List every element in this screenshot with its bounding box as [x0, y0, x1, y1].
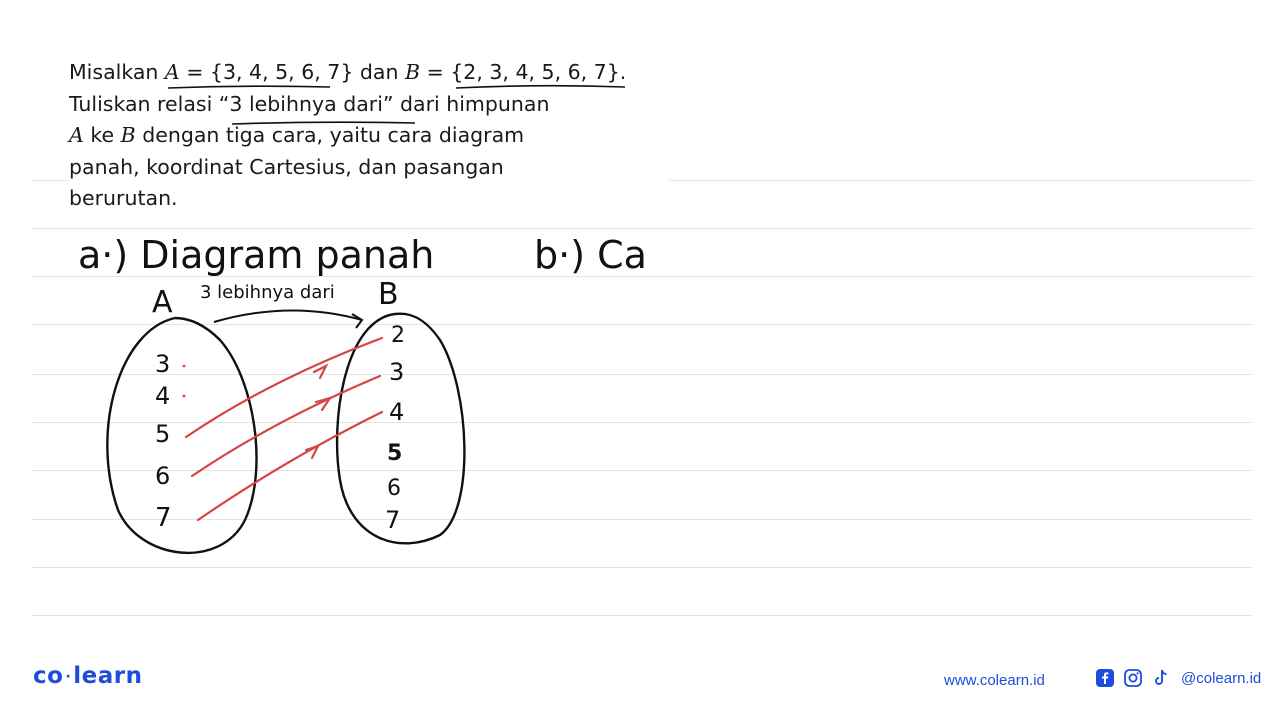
arrow-7-to-4 — [196, 410, 384, 522]
question-line: Tuliskan relasi “3 lebihnya dari” dari h… — [69, 89, 669, 121]
question-fragment: Misalkan — [69, 60, 165, 84]
ruled-line — [32, 567, 1252, 568]
colearn-logo[interactable]: co·learn — [33, 663, 143, 689]
facebook-icon[interactable] — [1095, 668, 1115, 688]
arrow-5-to-2 — [184, 336, 384, 439]
ruled-line — [32, 615, 1252, 616]
arrow-6-to-3 — [190, 374, 382, 478]
ruled-line — [32, 422, 1252, 423]
set-a-label: A — [152, 285, 173, 320]
logo-text-left: co — [33, 663, 64, 689]
part-b-heading: b·) Ca — [534, 233, 647, 277]
question-line: A ke B dengan tiga cara, yaitu cara diag… — [69, 120, 669, 152]
set-b-member: 4 — [389, 398, 404, 426]
set-b-members: 2 3 4 5 6 7 — [385, 323, 405, 534]
set-a-member: 3 — [155, 350, 170, 378]
question-fragment: dengan tiga cara, yaitu cara diagram — [135, 123, 525, 147]
question-fragment: ke — [83, 123, 121, 147]
social-links: @colearn.id — [1095, 668, 1261, 688]
arrow-head — [304, 444, 321, 460]
set-b-ellipse — [335, 312, 466, 545]
set-b-member: 2 — [391, 323, 405, 348]
question-fragment: = {3, 4, 5, 6, 7} dan — [179, 60, 405, 84]
set-b-symbol: B — [404, 60, 421, 84]
set-a-member: 5 — [155, 420, 170, 448]
set-a-member: 4 — [155, 382, 170, 410]
question-line: Misalkan A = {3, 4, 5, 6, 7} dan B = {2,… — [69, 57, 669, 89]
set-b-member: 3 — [389, 358, 404, 386]
question-fragment: Tuliskan relasi “3 lebihnya dari” dari h… — [69, 91, 550, 116]
question-fragment: berurutan. — [69, 186, 178, 210]
ruled-line — [32, 519, 1252, 520]
ruled-line — [32, 470, 1252, 471]
question-underline — [167, 85, 331, 89]
tiktok-icon[interactable] — [1151, 668, 1171, 688]
set-b-member: 7 — [385, 506, 400, 534]
instagram-icon[interactable] — [1123, 668, 1143, 688]
question-fragment: panah, koordinat Cartesius, dan pasangan — [69, 154, 504, 179]
logo-text-right: learn — [73, 663, 143, 689]
set-a-member: 7 — [155, 503, 172, 533]
question-text: Misalkan A = {3, 4, 5, 6, 7} dan B = {2,… — [69, 57, 669, 215]
set-a-ellipse — [106, 316, 258, 554]
set-b-label: B — [378, 277, 399, 312]
question-underline — [231, 121, 416, 125]
relation-arrows — [184, 336, 384, 522]
relation-arrow-head — [351, 313, 364, 329]
member-dot — [182, 394, 186, 398]
logo-dot: · — [65, 668, 72, 685]
set-a-symbol: A — [69, 123, 84, 147]
ruled-line — [32, 324, 1252, 325]
question-line: berurutan. — [69, 183, 669, 215]
ruled-line — [32, 276, 1252, 277]
relation-arrow — [213, 309, 363, 323]
part-a-heading: a·) Diagram panah — [78, 233, 434, 277]
arrow-head — [314, 396, 333, 412]
member-dot — [182, 364, 186, 368]
social-handle[interactable]: @colearn.id — [1181, 669, 1262, 687]
question-underline — [455, 84, 626, 89]
set-b-member: 5 — [387, 441, 402, 466]
set-a-symbol: A — [164, 60, 180, 84]
set-b-member: 6 — [387, 476, 401, 501]
question-line: panah, koordinat Cartesius, dan pasangan — [69, 152, 669, 184]
set-a-members: 3 4 5 6 7 — [155, 350, 186, 533]
set-a-member: 6 — [155, 462, 170, 490]
arrow-head — [312, 363, 329, 380]
ruled-line — [32, 374, 1252, 375]
set-b-symbol: B — [120, 123, 136, 147]
website-link[interactable]: www.colearn.id — [944, 672, 1045, 689]
relation-label: 3 lebihnya dari — [200, 282, 335, 303]
question-fragment: = {2, 3, 4, 5, 6, 7}. — [420, 60, 627, 84]
ruled-line — [32, 228, 1252, 229]
